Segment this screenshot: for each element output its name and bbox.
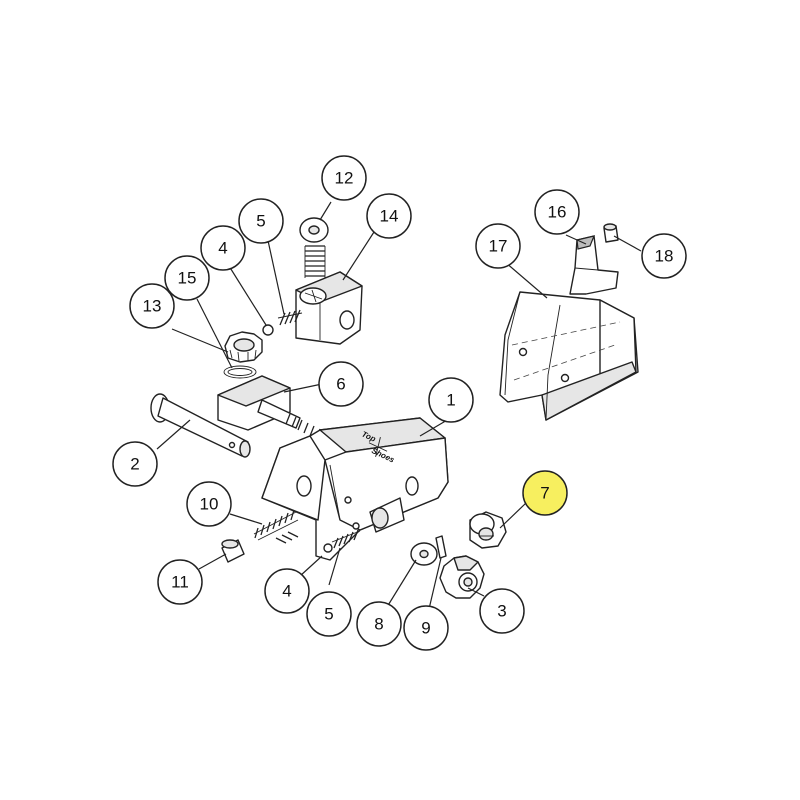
callout-2[interactable]: 2 bbox=[112, 441, 158, 487]
part-4-ball-top bbox=[262, 324, 274, 336]
leader-lines bbox=[156, 201, 642, 610]
part-17-bracket bbox=[499, 291, 639, 421]
part-3-star-knob bbox=[439, 555, 485, 599]
part-6-lever-arm bbox=[217, 375, 321, 440]
callout-10[interactable]: 10 bbox=[186, 481, 232, 527]
part-11-pin bbox=[221, 539, 245, 563]
callout-4-top[interactable]: 4 bbox=[200, 225, 246, 271]
callout-1[interactable]: 1 bbox=[428, 377, 474, 423]
callout-9[interactable]: 9 bbox=[403, 605, 449, 651]
part-7-collar bbox=[469, 511, 507, 549]
callout-4-bottom[interactable]: 4 bbox=[264, 568, 310, 614]
callout-11[interactable]: 11 bbox=[157, 559, 203, 605]
part-8-washer bbox=[410, 542, 438, 566]
part-18-set-screw bbox=[603, 223, 619, 243]
part-10-spring bbox=[253, 509, 299, 544]
part-16-lever bbox=[569, 235, 619, 295]
part-1-main-body: Top Shoes bbox=[261, 417, 449, 561]
callout-17[interactable]: 17 bbox=[475, 223, 521, 269]
callout-15[interactable]: 15 bbox=[164, 255, 210, 301]
callout-5-bottom[interactable]: 5 bbox=[306, 591, 352, 637]
part-9-roll-pin bbox=[435, 535, 447, 559]
part-13-knurled-nut bbox=[224, 331, 263, 363]
callout-7[interactable]: 7 bbox=[522, 470, 568, 516]
part-12-thumb-screw bbox=[299, 217, 329, 278]
part-14-clamp-block bbox=[295, 271, 363, 345]
callout-12[interactable]: 12 bbox=[321, 155, 367, 201]
callout-13[interactable]: 13 bbox=[129, 283, 175, 329]
callout-3[interactable]: 3 bbox=[479, 588, 525, 634]
callout-14[interactable]: 14 bbox=[366, 193, 412, 239]
callout-6[interactable]: 6 bbox=[318, 361, 364, 407]
callout-5-top[interactable]: 5 bbox=[238, 198, 284, 244]
callout-18[interactable]: 18 bbox=[641, 233, 687, 279]
part-15-o-ring bbox=[223, 365, 257, 379]
part-5-spring-top bbox=[277, 309, 303, 326]
part-2-clevis-pin bbox=[150, 393, 251, 458]
callout-16[interactable]: 16 bbox=[534, 189, 580, 235]
part-5-spring-bottom bbox=[331, 529, 361, 549]
callout-8[interactable]: 8 bbox=[356, 601, 402, 647]
